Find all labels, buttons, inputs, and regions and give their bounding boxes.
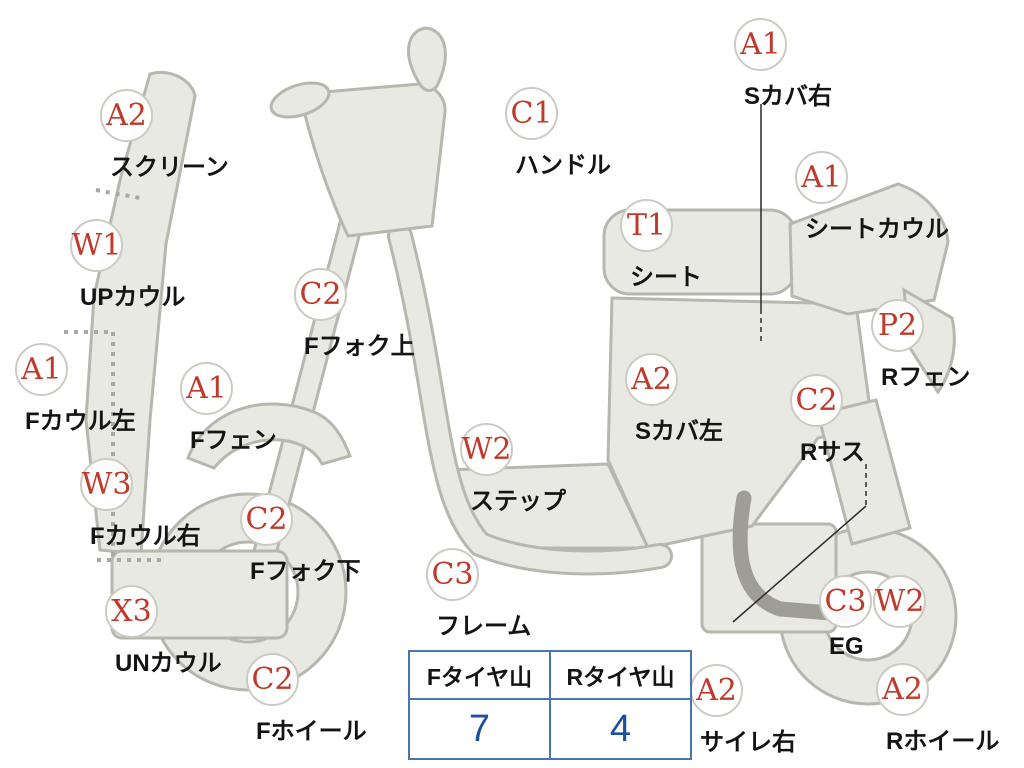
callout-engine-badge: C3 [819, 575, 872, 628]
callout-s-cover-right: A1 Sカバ右 [734, 18, 832, 111]
front-tire-value: 7 [408, 698, 551, 760]
callout-handle-badge: C1 [505, 87, 558, 140]
callout-f-fork-lower: C2 Fフォク下 [240, 493, 361, 586]
callout-r-wheel-badge: A2 [876, 663, 929, 716]
callout-screen: A2 スクリーン [100, 89, 229, 182]
callout-silencer-right: A2 サイレ右 [690, 664, 796, 757]
callout-f-cowl-left-label: Fカウル左 [25, 408, 136, 435]
callout-engine-w2-badge: W2 [873, 575, 926, 628]
callout-un-cowl-label: UNカウル [115, 650, 222, 677]
callout-screen-badge: A2 [100, 89, 153, 142]
callout-seat-cowl-label: シートカウル [805, 216, 949, 243]
callout-f-fender-badge: A1 [180, 362, 233, 415]
callout-r-wheel-label: Rホイール [886, 728, 1000, 755]
callout-frame: C3 フレーム [426, 548, 531, 641]
callout-f-cowl-left: A1 Fカウル左 [15, 343, 136, 436]
callout-seat-cowl: A1 シートカウル [795, 151, 949, 244]
callout-f-fender-label: Fフェン [190, 427, 277, 454]
callout-screen-label: スクリーン [110, 154, 229, 181]
callout-silencer-right-label: サイレ右 [700, 729, 796, 756]
callout-handle-label: ハンドル [515, 152, 611, 179]
callout-f-fender: A1 Fフェン [180, 362, 277, 455]
callout-r-wheel: A2 Rホイール [876, 663, 999, 756]
callout-s-cover-right-label: Sカバ右 [744, 83, 833, 110]
callout-f-cowl-left-badge: A1 [15, 343, 68, 396]
callout-frame-label: フレーム [436, 613, 532, 640]
rear-tire-value: 4 [549, 698, 692, 760]
callout-f-wheel-label: Fホイール [256, 718, 367, 745]
callout-f-wheel-badge: C2 [246, 653, 299, 706]
callout-r-fender-badge: P2 [871, 299, 924, 352]
callout-engine-w2: W2 [873, 575, 926, 628]
callout-s-cover-left-label: Sカバ左 [635, 418, 724, 445]
callout-r-fender: P2 Rフェン [871, 299, 970, 392]
frame-tube-shape [390, 226, 670, 573]
callout-f-cowl-right: W3 Fカウル右 [80, 458, 201, 551]
tire-tread-table: Fタイヤ山 Rタイヤ山 7 4 [408, 650, 692, 760]
callout-un-cowl-badge: X3 [105, 585, 158, 638]
callout-f-fork-lower-badge: C2 [240, 493, 293, 546]
callout-engine-label: EG [829, 633, 864, 660]
mirror-shape [407, 26, 447, 92]
callout-seat: T1 シート [620, 199, 702, 292]
annotation-pointer-lines [732, 104, 867, 623]
exhaust-shape [732, 490, 864, 623]
callout-r-fender-label: Rフェン [881, 364, 971, 391]
callout-f-cowl-right-badge: W3 [80, 458, 133, 511]
callout-step-badge: W2 [460, 423, 513, 476]
rear-tire-header: Rタイヤ山 [549, 650, 692, 700]
callout-f-cowl-right-label: Fカウル右 [90, 523, 201, 550]
callout-up-cowl-badge: W1 [70, 219, 123, 272]
callout-f-wheel: C2 Fホイール [246, 653, 367, 746]
callout-f-fork-upper: C2 Fフォク上 [294, 268, 415, 361]
callout-f-fork-lower-label: Fフォク下 [250, 558, 361, 585]
callout-handle: C1 ハンドル [505, 87, 611, 180]
rear-suspension-shape [816, 398, 912, 546]
callout-s-cover-right-badge: A1 [734, 18, 787, 71]
callout-seat-label: シート [630, 264, 702, 291]
callout-silencer-right-badge: A2 [690, 664, 743, 717]
panel-separator-dotted-lines [64, 188, 162, 562]
callout-un-cowl: X3 UNカウル [105, 585, 222, 678]
callout-step-label: ステップ [470, 488, 566, 515]
callout-seat-cowl-badge: A1 [795, 151, 848, 204]
callout-step: W2 ステップ [460, 423, 566, 516]
callout-engine: C3 EG [819, 575, 872, 661]
callout-r-suspension-badge: C2 [790, 374, 843, 427]
callout-r-suspension-label: Rサス [800, 439, 865, 466]
callout-f-fork-upper-label: Fフォク上 [304, 333, 415, 360]
callout-frame-badge: C3 [426, 548, 479, 601]
front-tire-header: Fタイヤ山 [408, 650, 551, 700]
callout-up-cowl: W1 UPカウル [70, 219, 185, 312]
front-fender-shape [186, 402, 352, 470]
callout-up-cowl-label: UPカウル [80, 284, 186, 311]
callout-s-cover-left-badge: A2 [625, 353, 678, 406]
grip-shape [269, 81, 331, 119]
callout-f-fork-upper-badge: C2 [294, 268, 347, 321]
callout-s-cover-left: A2 Sカバ左 [625, 353, 723, 446]
callout-seat-badge: T1 [620, 199, 673, 252]
callout-r-suspension: C2 Rサス [790, 374, 865, 467]
